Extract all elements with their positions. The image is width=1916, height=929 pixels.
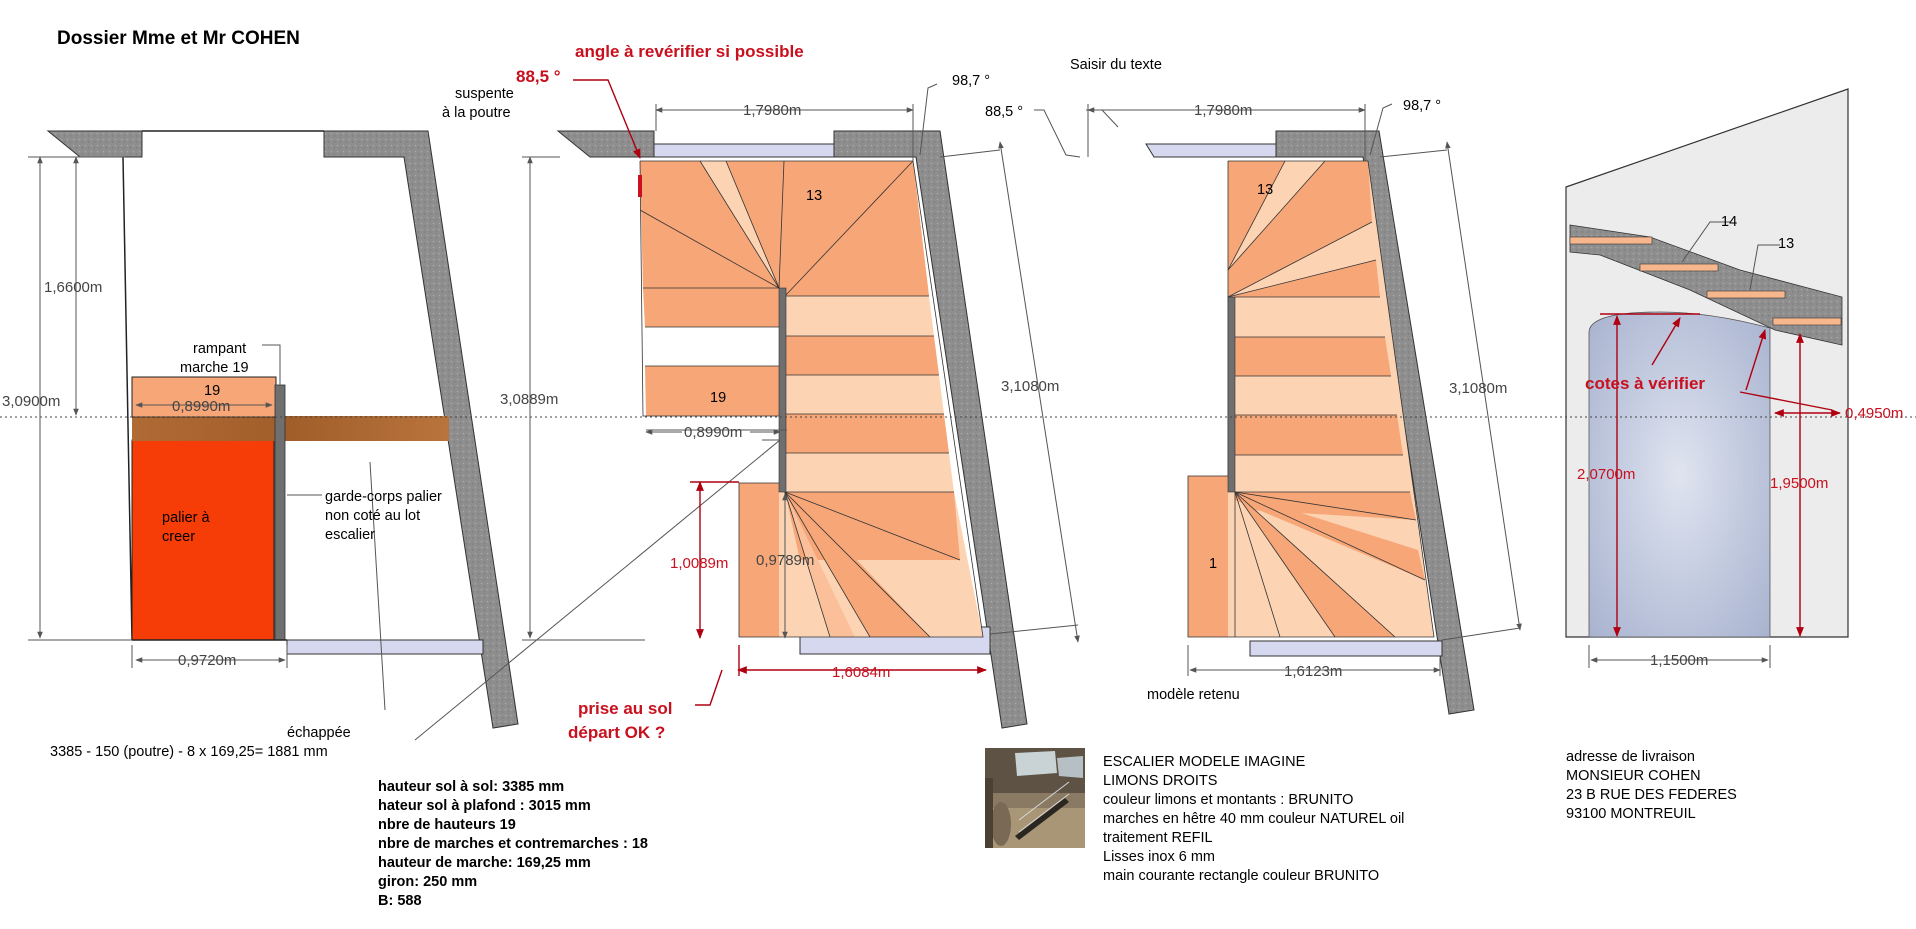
wall-right-view [1275, 130, 1475, 715]
step-13-right-label: 13 [1257, 182, 1273, 198]
step-19-mid-label: 19 [710, 390, 726, 406]
step-13-mid-label: 13 [806, 188, 822, 204]
central-stringer-middle [778, 287, 787, 493]
model-line: main courante rectangle couleur BRUNITO [1103, 868, 1380, 884]
dim-1660: 1,6600m [44, 279, 102, 296]
address-line: 23 B RUE DES FEDERES [1566, 787, 1737, 803]
dim-0899-b: 0,8990m [684, 424, 742, 441]
dim-3089: 3,0889m [500, 391, 558, 408]
dim-0972: 0,9720m [178, 652, 236, 669]
dim-0979: 0,9789m [756, 552, 814, 569]
saisir-text-label: Saisir du texte [1070, 57, 1162, 73]
step-19-left [131, 376, 277, 418]
spec-line: hauteur de marche: 169,25 mm [378, 855, 591, 871]
floor-plate-left [286, 639, 484, 655]
palier-to-create [131, 439, 275, 641]
model-line: traitement REFIL [1103, 830, 1213, 846]
angle-987-label-b: 98,7 ° [1403, 98, 1441, 114]
doorway-arch [1588, 311, 1771, 638]
dim-3108-a: 3,1080m [1001, 378, 1059, 395]
prise-label-1: prise au sol [578, 699, 672, 718]
address-line: MONSIEUR COHEN [1566, 768, 1701, 784]
dim-3108-b: 3,1080m [1449, 380, 1507, 397]
dim-1009: 1,0089m [670, 555, 728, 572]
dim-1150: 1,1500m [1650, 652, 1708, 669]
staircase-photo [985, 748, 1085, 848]
dim-3090: 3,0900m [2, 393, 60, 410]
landing-beam [132, 416, 449, 441]
address-line: adresse de livraison [1566, 749, 1695, 765]
angle-987-label-a: 98,7 ° [952, 73, 990, 89]
dim-0899-a: 0,8990m [172, 398, 230, 415]
garde-corps-label-2: non coté au lot [325, 508, 420, 524]
dim-2070: 2,0700m [1577, 466, 1635, 483]
spec-line: hauteur sol à sol: 3385 mm [378, 779, 565, 795]
specs-block: hauteur sol à sol: 3385 mm hateur sol à … [378, 778, 648, 911]
step-13-section-label: 13 [1778, 236, 1794, 252]
page-title: Dossier Mme et Mr COHEN [57, 28, 300, 49]
palier-label-1: palier à [162, 510, 210, 526]
dim-1612: 1,6123m [1284, 663, 1342, 680]
garde-corps-label-1: garde-corps palier [325, 489, 442, 505]
angle-885-label-a: 88,5 ° [516, 67, 561, 86]
model-line: couleur limons et montants : BRUNITO [1103, 792, 1354, 808]
stair-slab-section [1569, 224, 1843, 346]
palier-label-2: creer [162, 529, 195, 545]
echappee-calc-label: 3385 - 150 (poutre) - 8 x 169,25= 1881 m… [50, 744, 328, 760]
model-line: marches en hêtre 40 mm couleur NATUREL o… [1103, 811, 1405, 827]
dim-1798-b: 1,7980m [1194, 102, 1252, 119]
spec-line: B: 588 [378, 893, 422, 909]
spec-line: giron: 250 mm [378, 874, 478, 890]
suspente-label-1: suspente [455, 86, 514, 102]
wall-left-view [323, 130, 519, 729]
step-14-section-label: 14 [1721, 214, 1737, 230]
spec-line: nbre de hauteurs 19 [378, 817, 516, 833]
left-section-view [46, 130, 519, 729]
model-description: ESCALIER MODELE IMAGINE LIMONS DROITS co… [1103, 753, 1404, 886]
rampant-label-1: rampant [193, 341, 246, 357]
dim-0495: 0,4950m [1845, 405, 1903, 422]
model-line: ESCALIER MODELE IMAGINE [1103, 754, 1306, 770]
dim-1798-a: 1,7980m [743, 102, 801, 119]
cotes-verifier-label: cotes à vérifier [1585, 374, 1705, 393]
model-line: Lisses inox 6 mm [1103, 849, 1216, 865]
angle-885-label-b: 88,5 ° [985, 104, 1023, 120]
dim-1608: 1,6084m [832, 664, 890, 681]
middle-plan-view [556, 130, 1028, 729]
cross-section-view [1565, 88, 1849, 638]
step-1-right-label: 1 [1209, 556, 1217, 572]
prise-label-2: départ OK ? [568, 723, 665, 742]
garde-corps-post [274, 384, 286, 641]
spec-line: nbre de marches et contremarches : 18 [378, 836, 648, 852]
model-line: LIMONS DROITS [1103, 773, 1218, 789]
dim-1950: 1,9500m [1770, 475, 1828, 492]
central-stringer-right [1227, 296, 1236, 493]
delivery-address: adresse de livraison MONSIEUR COHEN 23 B… [1566, 748, 1737, 824]
spec-line: hateur sol à plafond : 3015 mm [378, 798, 591, 814]
modele-retenu-label: modèle retenu [1147, 687, 1240, 703]
rampant-label-2: marche 19 [180, 360, 249, 376]
address-line: 93100 MONTREUIL [1566, 806, 1696, 822]
wall-middle-view [833, 130, 1028, 729]
echappee-label: échappée [287, 725, 351, 741]
angle-check-label: angle à revérifier si possible [575, 42, 804, 61]
ceiling-slab-left [46, 130, 143, 158]
step-19-left-label: 19 [204, 383, 220, 399]
chosen-model-view [1145, 130, 1475, 715]
suspente-label-2: à la poutre [442, 105, 511, 121]
garde-corps-label-3: escalier [325, 527, 375, 543]
